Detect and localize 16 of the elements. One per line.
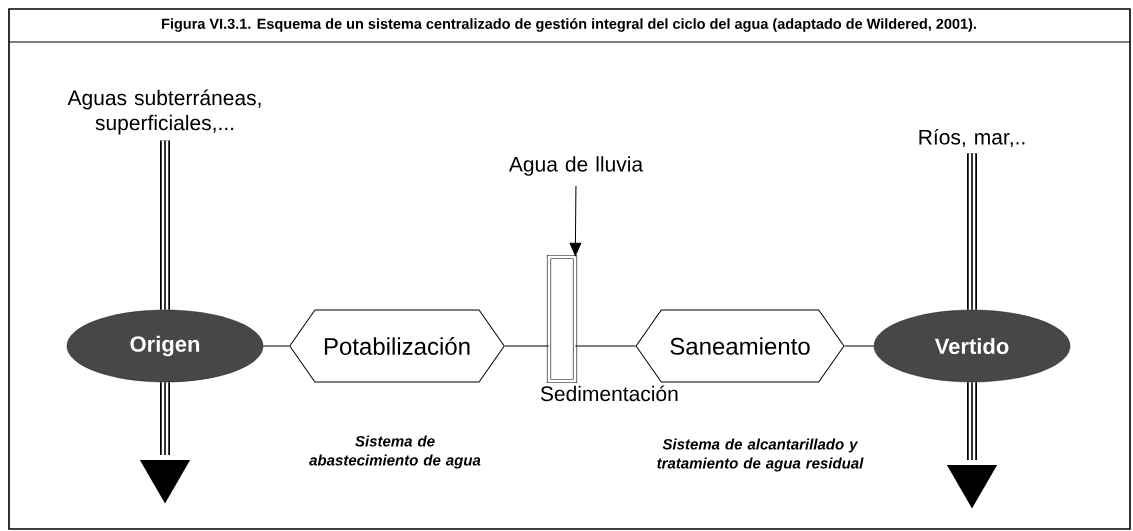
process-hexagon: Potabilización: [289, 309, 505, 383]
system-caption: Sistema de abastecimiento de agua: [309, 435, 481, 469]
figure-title: Figura VI.3.1. Esquema de un sistema centralizado de gestión integral del ciclo del agua (adaptado de Wildered, 2001).: [162, 18, 976, 32]
source-label: Agua de lluvia: [508, 156, 644, 176]
flow-arrow: [139, 381, 191, 504]
system-caption: Sistema de alcantarillado y tratamiento de agua residual: [657, 438, 864, 472]
process-hexagon: Saneamiento: [635, 309, 845, 383]
connector-line: [574, 345, 636, 347]
flow-arrow: [569, 185, 582, 256]
connector-line: [844, 345, 875, 347]
source-label: Ríos, mar,..: [919, 128, 1025, 148]
connector-line: [262, 345, 290, 347]
connector-line: [504, 345, 550, 347]
node-label: Sedimentación: [540, 385, 678, 402]
flow-arrow: [946, 381, 998, 509]
source-label: Aguas subterráneas, superficiales,...: [67, 89, 261, 135]
